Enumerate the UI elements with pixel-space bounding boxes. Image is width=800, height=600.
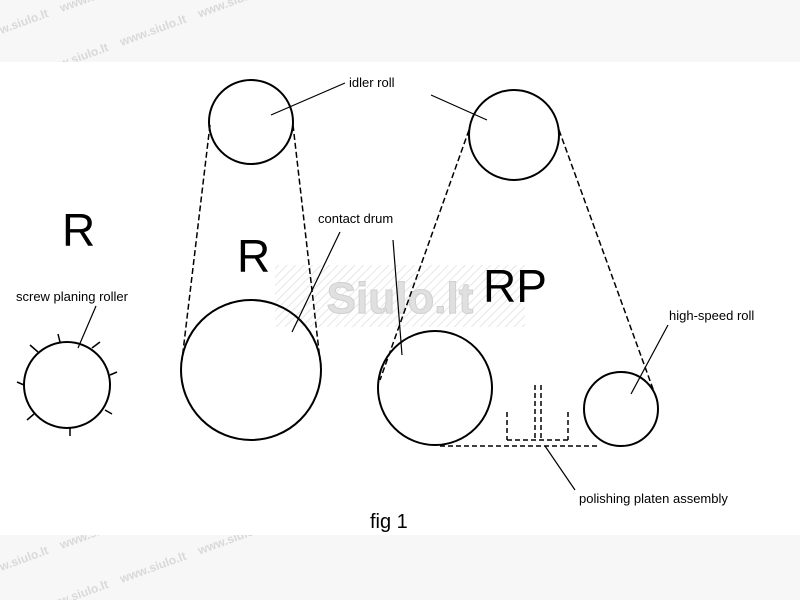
bottom-watermark-band: www.siulo.lt www.siulo.lt www.siulo.lt w… — [0, 535, 800, 600]
label-contact-drum: contact drum — [318, 211, 393, 226]
top-watermark-band: www.siulo.lt www.siulo.lt www.siulo.lt w… — [0, 0, 800, 62]
label-polishing-platen-assembly: polishing platen assembly — [579, 491, 728, 506]
leader-lines — [77, 82, 669, 491]
letter-r-left: R — [62, 204, 95, 256]
figure-caption: fig 1 — [370, 511, 408, 533]
polishing-platen — [440, 385, 600, 447]
letter-r-middle: R — [237, 230, 270, 282]
svg-text:Siulo.lt: Siulo.lt — [327, 274, 474, 323]
label-screw-planing-roller: screw planing roller — [16, 289, 129, 304]
r-assembly — [180, 79, 322, 441]
contact-drum-rp — [377, 330, 493, 446]
letters-rp: RP — [483, 260, 547, 312]
idler-roll-r — [208, 79, 294, 165]
rp-assembly — [377, 89, 659, 447]
label-idler-roll: idler roll — [349, 75, 395, 90]
label-high-speed-roll: high-speed roll — [669, 308, 754, 323]
watermark-logo: Siulo.lt — [275, 265, 525, 327]
idler-roll-rp — [468, 89, 560, 181]
screw-planing-roller — [16, 333, 118, 436]
high-speed-roll-circle — [583, 371, 659, 447]
contact-drum-r — [180, 299, 322, 441]
